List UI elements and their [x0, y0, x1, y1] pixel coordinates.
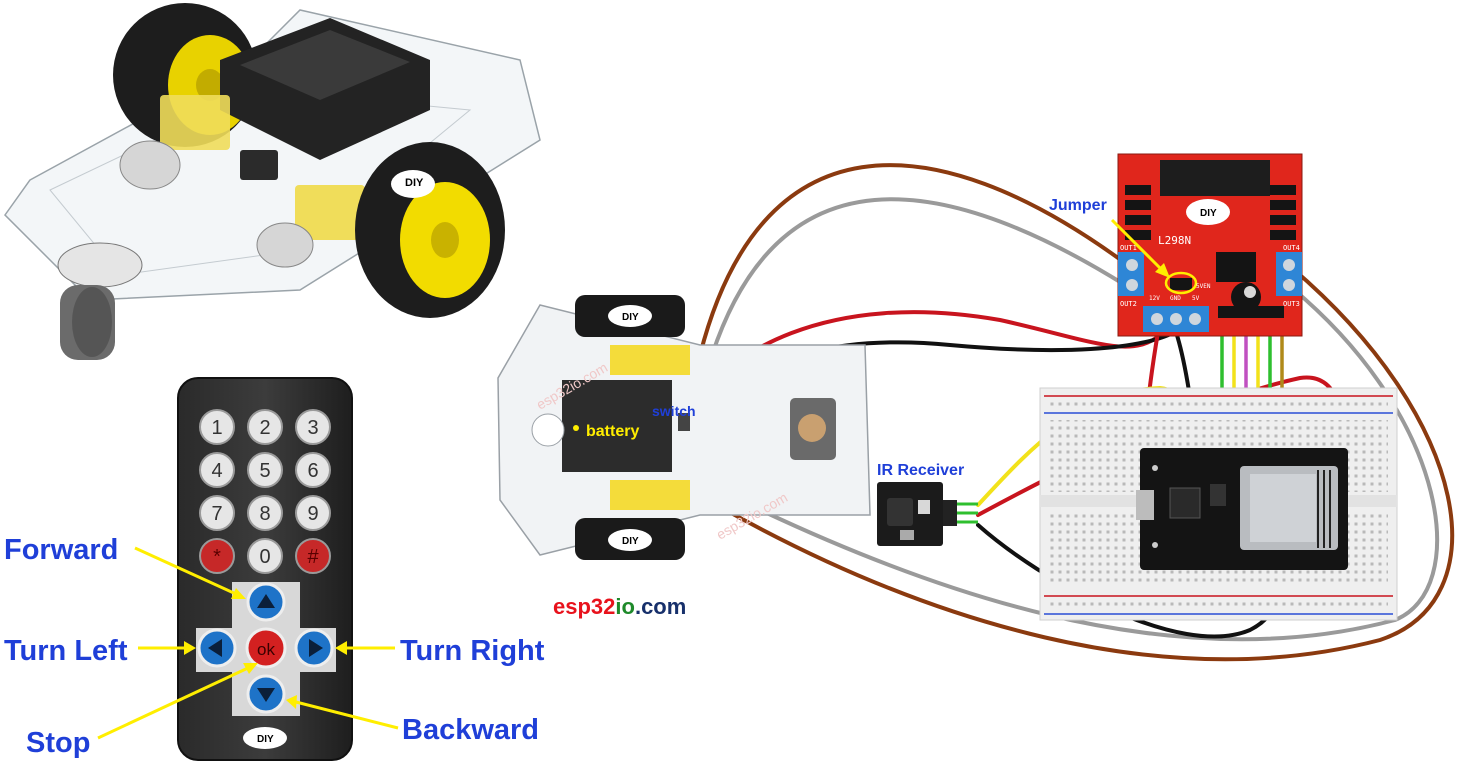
key-7-button[interactable]: [199, 495, 235, 531]
left-arrow-icon: [208, 639, 222, 657]
chip-label: L298N: [1158, 234, 1191, 247]
svg-text:12V: 12V: [1149, 295, 1160, 302]
right-arrow-icon: [309, 639, 323, 657]
label-turn-right: Turn Right: [400, 635, 545, 667]
svg-text:OUT1: OUT1: [1120, 244, 1137, 252]
site-url: esp32io.com: [553, 594, 686, 619]
brand-logo-text: DIY: [405, 177, 424, 189]
key-label: #: [307, 546, 319, 568]
key-label: 1: [211, 417, 222, 439]
callout-arrows: [97, 546, 399, 740]
brand-logo: DIY: [391, 170, 435, 198]
motor-top: [610, 345, 690, 375]
remote-keypad: 1 2 3 4 5 6 7 8 9 * 0 #: [199, 409, 331, 574]
car-kit-illustration: [4, 3, 541, 360]
key-2-button[interactable]: [247, 409, 283, 445]
key-label: 9: [307, 503, 318, 525]
key-label: 5: [259, 460, 270, 482]
key-star-button[interactable]: [199, 538, 235, 574]
key-label: 6: [307, 460, 318, 482]
jumper-label: Jumper: [1049, 197, 1107, 214]
ok-button[interactable]: [245, 627, 287, 669]
svg-text:5VEN: 5VEN: [1196, 283, 1211, 290]
key-label: 7: [211, 503, 222, 525]
key-4-button[interactable]: [199, 452, 235, 488]
key-3-button[interactable]: [295, 409, 331, 445]
battery-pack: [562, 380, 672, 472]
robot-car-top-view: [497, 295, 871, 560]
battery-dot: [573, 425, 579, 431]
ok-label: ok: [257, 640, 275, 659]
key-label: 4: [211, 460, 222, 482]
wire-brown-motor-right: [706, 266, 1455, 662]
up-arrow-icon: [257, 594, 275, 608]
wire-gray-motor-left: [710, 197, 1127, 357]
key-hash-button[interactable]: [295, 538, 331, 574]
label-forward: Forward: [4, 534, 118, 566]
key-5-button[interactable]: [247, 452, 283, 488]
key-label: 8: [259, 503, 270, 525]
label-backward: Backward: [402, 714, 539, 746]
key-label: 0: [259, 546, 270, 568]
ir-receiver-module: [877, 482, 978, 546]
car-logos: DIY DIY: [608, 305, 652, 551]
remote-callout-labels: Forward Turn Left Turn Right Stop Backwa…: [4, 534, 545, 759]
label-turn-left: Turn Left: [4, 635, 128, 667]
down-arrow-icon: [257, 688, 275, 702]
key-8-button[interactable]: [247, 495, 283, 531]
svg-text:OUT2: OUT2: [1120, 300, 1137, 308]
key-label: *: [213, 546, 221, 568]
key-label: 2: [259, 417, 270, 439]
wire-gray-motor-right: [713, 286, 1440, 642]
remote-dpad: ok: [197, 582, 334, 714]
svg-text:esp32io.com: esp32io.com: [553, 594, 686, 619]
svg-text:5V: 5V: [1192, 295, 1200, 302]
jumper-arrow: [1110, 218, 1170, 278]
svg-text:DIY: DIY: [1200, 208, 1217, 219]
svg-text:OUT3: OUT3: [1283, 300, 1300, 308]
svg-text:DIY: DIY: [622, 536, 639, 547]
l298n-driver: DIY L298N OUT1 OUT2 OUT3 OUT4 12V GND 5V…: [1117, 153, 1303, 337]
key-9-button[interactable]: [295, 495, 331, 531]
key-label: 3: [307, 417, 318, 439]
key-1-button[interactable]: [199, 409, 235, 445]
jumper-highlight: [1164, 271, 1198, 295]
switch-component: [678, 413, 690, 431]
svg-text:OUT4: OUT4: [1283, 244, 1300, 252]
wire-brown-motor-left: [698, 163, 1127, 357]
battery-label: battery: [586, 423, 639, 440]
svg-text:DIY: DIY: [622, 312, 639, 323]
ir-receiver-label: IR Receiver: [877, 462, 964, 479]
key-6-button[interactable]: [295, 452, 331, 488]
svg-text:GND: GND: [1170, 295, 1181, 302]
esp32-board: [1136, 448, 1348, 570]
motor-bottom: [610, 480, 690, 510]
remote-logo: DIY: [243, 727, 287, 749]
key-0-button[interactable]: [247, 538, 283, 574]
label-stop: Stop: [26, 727, 90, 759]
svg-text:DIY: DIY: [257, 734, 274, 745]
switch-label: switch: [652, 403, 696, 419]
